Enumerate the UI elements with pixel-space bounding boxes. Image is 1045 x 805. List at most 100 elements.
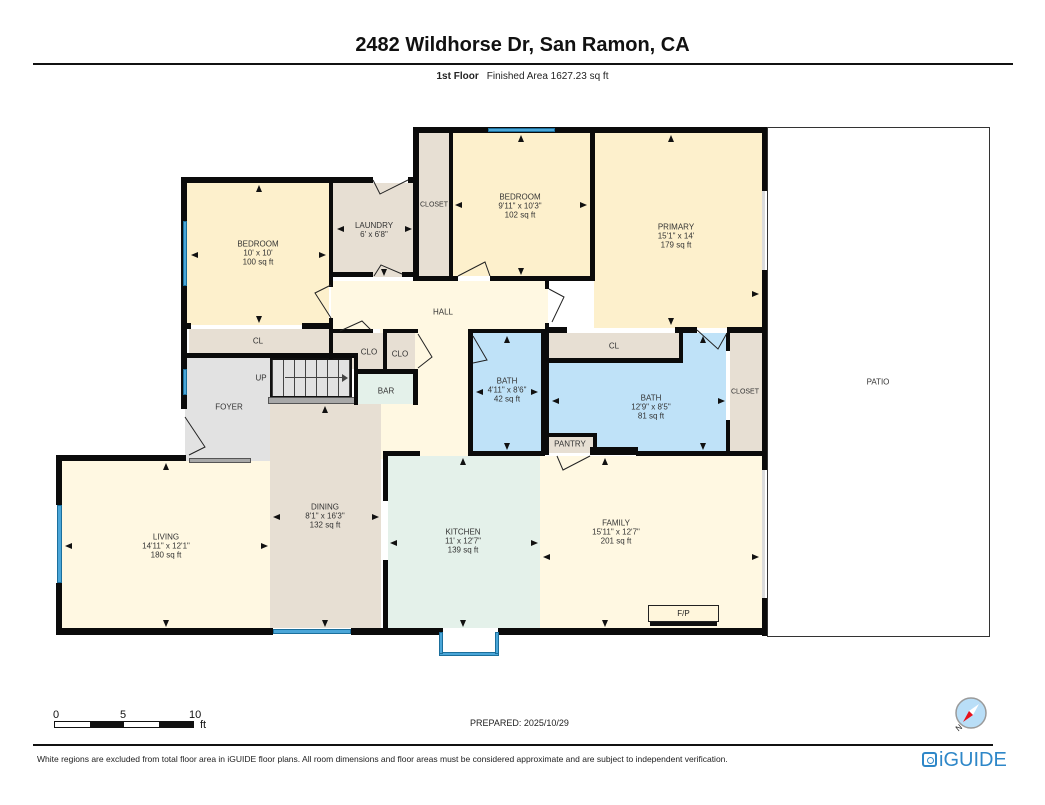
room-dining[interactable] — [270, 404, 381, 628]
fireplace-hearth — [650, 622, 717, 626]
window — [183, 221, 187, 286]
scale-unit: ft — [200, 719, 207, 731]
iguide-logo[interactable]: iGUIDE — [922, 749, 1007, 772]
room-bath-small[interactable] — [473, 333, 541, 451]
room-laundry[interactable] — [333, 183, 415, 277]
wall — [590, 447, 638, 455]
wall — [333, 272, 373, 277]
room-bar[interactable] — [358, 374, 413, 404]
stair-direction-arrow-icon — [342, 374, 348, 382]
dimension-arrow-icon — [531, 540, 538, 546]
wall — [762, 270, 767, 470]
room-bedroom-north[interactable] — [453, 131, 590, 276]
wall — [468, 329, 549, 333]
sliding-door[interactable] — [762, 191, 765, 270]
dimension-arrow-icon — [460, 458, 466, 465]
staircase — [270, 358, 352, 398]
room-pantry[interactable] — [545, 437, 595, 453]
dimension-arrow-icon — [381, 269, 387, 276]
room-clo-2[interactable] — [387, 333, 415, 369]
dimension-arrow-icon — [273, 514, 280, 520]
dimension-arrow-icon — [191, 252, 198, 258]
room-label-cl-east: CL — [608, 341, 620, 351]
dimension-arrow-icon — [552, 398, 559, 404]
dimension-arrow-icon — [256, 316, 262, 323]
room-label-clo-2: CLO — [391, 349, 409, 359]
wall — [545, 323, 549, 333]
wall — [636, 451, 767, 456]
wall — [498, 628, 767, 635]
finished-area: Finished Area 1627.23 sq ft — [486, 71, 609, 82]
scale-label-10: 10 — [189, 709, 202, 721]
wall — [468, 451, 545, 456]
stairs-up-label: UP — [255, 373, 267, 383]
wall — [383, 329, 387, 369]
wall — [56, 583, 62, 635]
wall — [383, 560, 388, 632]
room-label-foyer: FOYER — [215, 402, 243, 412]
room-family[interactable] — [540, 456, 762, 628]
dimension-arrow-icon — [261, 543, 268, 549]
room-living[interactable] — [62, 461, 270, 628]
window — [488, 128, 555, 132]
dimension-arrow-icon — [504, 443, 510, 450]
room-label-bar: BAR — [377, 386, 395, 396]
dimension-arrow-icon — [518, 135, 524, 142]
room-bedroom-west[interactable] — [187, 183, 329, 325]
dimension-arrow-icon — [668, 135, 674, 142]
fireplace: F/P — [648, 605, 719, 622]
prepared-date: PREPARED: 2025/10/29 — [470, 718, 569, 728]
dimension-arrow-icon — [543, 554, 550, 560]
room-closet-north[interactable] — [419, 131, 449, 276]
sliding-door[interactable] — [762, 470, 765, 598]
dimension-arrow-icon — [718, 398, 725, 404]
wall — [549, 327, 567, 333]
room-patio[interactable] — [767, 127, 990, 637]
wall — [762, 127, 767, 191]
wall — [56, 455, 62, 505]
compass-north-icon: N — [954, 697, 987, 733]
wall — [56, 628, 273, 635]
wall — [675, 327, 697, 333]
room-foyer[interactable] — [185, 357, 270, 462]
wall — [302, 323, 333, 329]
room-label-hall: HALL — [432, 307, 454, 317]
wall — [181, 177, 333, 183]
wall — [679, 329, 683, 363]
room-primary[interactable] — [594, 131, 762, 328]
dimension-arrow-icon — [455, 202, 462, 208]
wall — [354, 353, 358, 405]
footer-divider — [33, 744, 993, 746]
room-cl-west[interactable] — [189, 329, 329, 353]
wall — [56, 455, 186, 461]
wall — [413, 127, 766, 133]
wall — [590, 131, 595, 281]
room-label-closet-north: CLOSET — [419, 201, 449, 209]
dimension-arrow-icon — [390, 540, 397, 546]
window — [273, 629, 351, 634]
wall — [490, 276, 595, 281]
room-kitchen[interactable] — [388, 456, 540, 628]
brand-name: iGUIDE — [939, 749, 1007, 771]
camera-logo-icon — [922, 752, 937, 767]
scale-label-0: 0 — [53, 709, 60, 721]
dimension-arrow-icon — [460, 620, 466, 627]
room-hall[interactable] — [331, 281, 548, 329]
wall — [726, 420, 730, 455]
wall — [545, 433, 597, 437]
dimension-arrow-icon — [752, 554, 759, 560]
room-closet-east[interactable] — [730, 333, 762, 451]
dimension-arrow-icon — [256, 185, 262, 192]
wall — [329, 318, 333, 359]
dimension-arrow-icon — [163, 463, 169, 470]
dimension-arrow-icon — [668, 318, 674, 325]
wall — [187, 353, 358, 358]
stair-direction-line — [285, 377, 343, 378]
wall — [333, 177, 373, 183]
